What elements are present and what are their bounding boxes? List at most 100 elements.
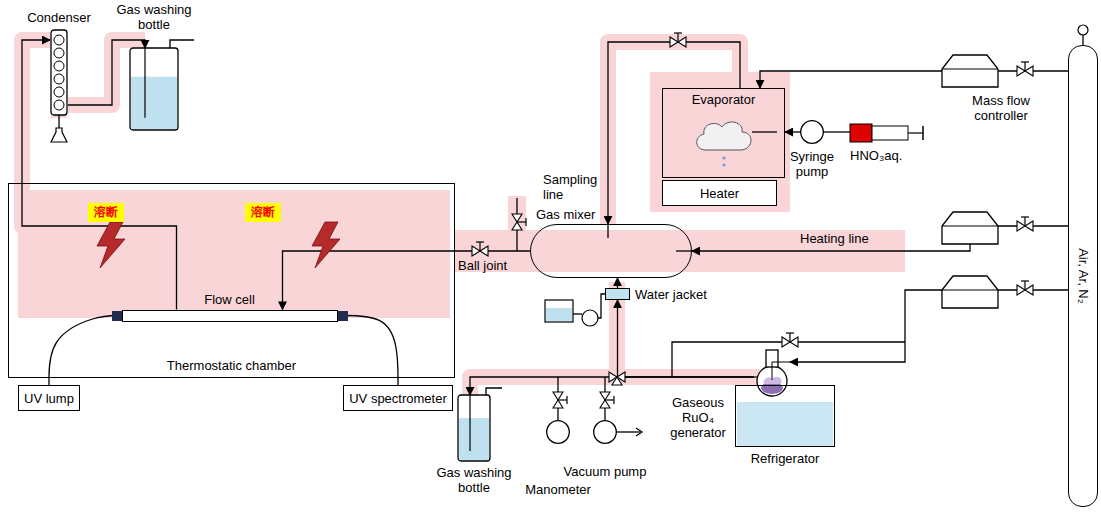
syringe-pump-outline (800, 120, 824, 144)
gas-washing-bottle-outline (130, 48, 178, 130)
gas-washing-bottle: Gas washing bottle (130, 48, 178, 130)
valve-symbol-part (553, 392, 567, 408)
uv-spectrometer-box: UV spectrometer (343, 385, 453, 411)
pipe-part (607, 224, 608, 238)
fiber-connector-part (337, 311, 348, 321)
heated-pipe-part (470, 282, 617, 398)
condenser-outline-part (54, 74, 64, 84)
condenser-outline-part (54, 48, 64, 58)
refrigerator: Refrigerator (735, 385, 835, 447)
heated-pipe-part (22, 40, 177, 300)
cut-mark: 溶断 (245, 203, 281, 222)
syringe-outline-part (872, 126, 908, 140)
node-label: UV lump (24, 391, 74, 406)
node-label: Refrigerator (751, 451, 820, 466)
node-label: Mass flow controller (964, 93, 1038, 123)
evaporator-cloud-part (722, 163, 725, 166)
pipe-part (636, 428, 642, 436)
pipe-part (486, 388, 502, 395)
node-label: UV spectrometer (349, 391, 447, 406)
syringe-outline-part (850, 124, 872, 142)
gas-line (617, 278, 618, 288)
heated-pipe-part (51, 30, 67, 118)
gas-line (618, 300, 755, 377)
node-label: Condenser (27, 10, 91, 25)
mass-flow-controller-part (942, 276, 998, 308)
cylinder-valve-part (1078, 25, 1088, 35)
valve-symbol-part (600, 392, 614, 408)
ruo4-generator: Gaseous RuO₄ generator (754, 350, 790, 398)
pipe-part (598, 294, 605, 318)
optical-fiber (338, 316, 399, 386)
gas-line (785, 131, 800, 132)
gas-washing-bottle-outline-part (458, 395, 490, 461)
valve-symbol (472, 33, 1033, 408)
heated-pipe (22, 30, 760, 398)
uv-lamp-box: UV lump (18, 385, 80, 411)
node-label: Gas washing bottle (429, 465, 519, 495)
condenser-outline-part (54, 61, 64, 71)
manometer-outline (546, 420, 570, 444)
gas-washing-bottle: Gas washing bottle (458, 395, 490, 461)
node-label: Syringe pump (784, 149, 840, 179)
syringe-outline-part (922, 126, 924, 140)
valve-symbol-part (782, 333, 798, 347)
condenser-outline-part (54, 100, 64, 110)
gas-line (824, 131, 850, 132)
manometer-outline-part (547, 421, 570, 444)
gas-washing-bottle-outline-part (459, 418, 489, 460)
condenser-outline (50, 30, 68, 115)
pipe-part (672, 342, 905, 377)
gas-mixer: Gas mixer (530, 224, 692, 278)
three-way-valve-part (612, 377, 622, 385)
node-label: Gas mixer (536, 207, 595, 222)
condensate-flask-part (51, 128, 67, 142)
syringe-pump-outline-part (801, 121, 824, 144)
pipe-part (58, 115, 59, 128)
heater: Heater (662, 180, 777, 206)
heated-zone-part (650, 72, 790, 212)
node-label: HNO₃aq. (850, 148, 902, 163)
evaporator: Evaporator (662, 88, 785, 178)
node-label: Vacuum pump (564, 464, 647, 479)
evaporator-cloud (697, 122, 751, 167)
valve-symbol-part (1017, 62, 1033, 76)
condenser-outline-part (51, 30, 67, 115)
pipe-part (676, 250, 692, 251)
mass-flow-controller-outline-part (942, 55, 998, 87)
vacuum-pump-outline-part (594, 421, 617, 444)
condenser: Condenser (50, 30, 68, 115)
mass-flow-controller-part (942, 212, 998, 244)
connector-layer-part (22, 40, 1068, 395)
ball-joint-cut (97, 222, 340, 268)
coolant-loop-part (582, 310, 598, 326)
pipe-part (617, 431, 640, 432)
three-way-valve (609, 372, 625, 385)
cooling-bath (737, 402, 833, 446)
node-label: Manometer (525, 482, 591, 497)
cut-mark: 溶断 (88, 203, 124, 222)
evaporator-cloud-part (697, 122, 751, 150)
syringe: HNO₃aq. (850, 124, 926, 142)
heated-zone (18, 72, 905, 318)
coolant-loop (545, 300, 598, 326)
pipe-part (170, 40, 194, 48)
pipe (59, 34, 1083, 436)
node-label: Gas washing bottle (108, 2, 200, 32)
gas-line (22, 40, 177, 310)
node-label: Evaporator (663, 92, 784, 107)
syringe-outline (850, 124, 926, 142)
node-label: Air, Ar, N₂ (1076, 248, 1091, 304)
valve-symbol-part (1017, 281, 1033, 295)
mass-flow-controller-outline (942, 55, 998, 87)
water-jacket: Water jacket (605, 288, 630, 300)
gas-cylinder: Air, Ar, N₂ (1068, 45, 1098, 507)
coolant-loop-part (545, 300, 573, 322)
pipe-part (752, 131, 777, 132)
evaporator-cloud-part (722, 156, 725, 159)
manometer: Manometer (546, 420, 570, 444)
flow-cell: Flow cell (122, 310, 338, 322)
sampling-line-label: Sampling line (543, 172, 605, 202)
gas-line (760, 71, 942, 88)
thermostatic-chamber: Thermostatic chamber溶断溶断Flow cell (8, 183, 455, 378)
